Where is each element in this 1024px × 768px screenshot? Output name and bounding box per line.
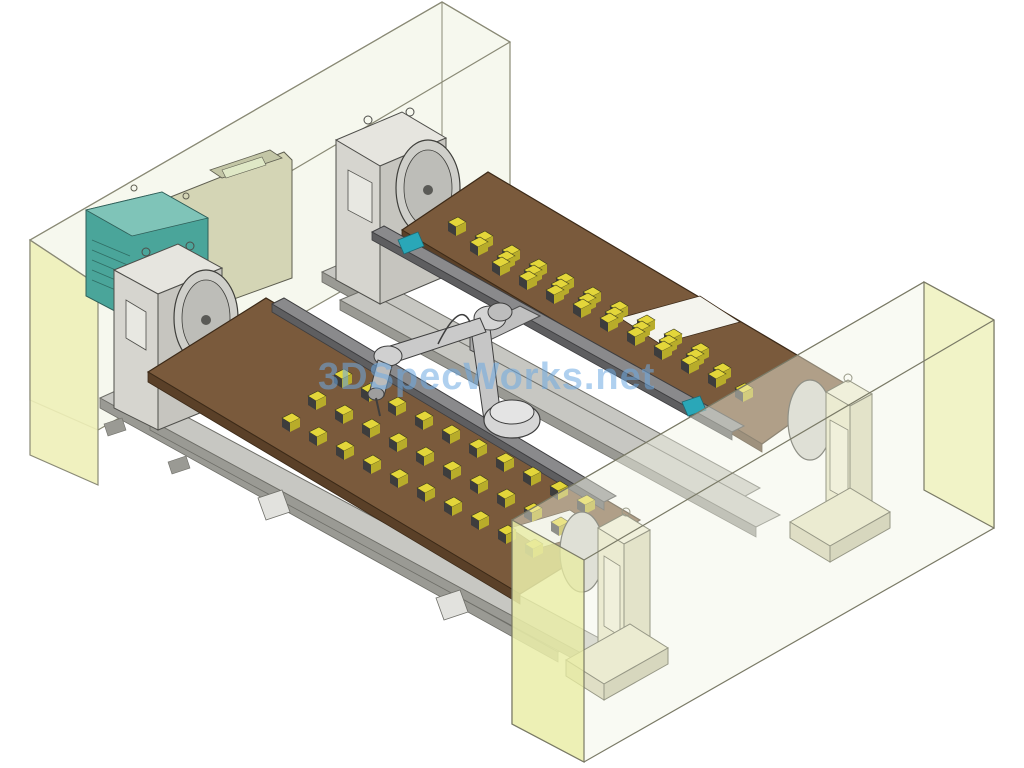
fixture-clamp: [707, 368, 727, 388]
enclosure-end-panel: [923, 280, 995, 530]
lower-tailstock: [559, 507, 669, 701]
fixture-clamp: [734, 382, 754, 402]
fixture-clamp: [491, 256, 511, 276]
fixture-clamp: [545, 284, 565, 304]
fixture-clamp: [442, 460, 462, 480]
fixture-clamp: [469, 474, 489, 494]
fixture-clamp: [307, 390, 327, 410]
fixture-clamp: [389, 468, 409, 488]
welding-robot: [367, 302, 542, 439]
fixture-clamp: [576, 494, 596, 514]
upper-clamp-rail: [370, 225, 746, 441]
upper-fixture-clamps: [447, 216, 754, 402]
fixture-clamp: [414, 410, 434, 430]
fixture-clamp: [447, 216, 467, 236]
fixture-clamp: [281, 412, 301, 432]
fixture-clamp: [416, 482, 436, 502]
fixture-clamp: [441, 424, 461, 444]
fixture-clamp: [333, 368, 353, 388]
fixture-clamp: [496, 488, 516, 508]
fixture-clamp: [469, 236, 489, 256]
fixture-clamp: [308, 426, 328, 446]
fixture-clamp: [361, 418, 381, 438]
fixture-clamp: [653, 340, 673, 360]
fixture-clamp: [468, 438, 488, 458]
fixture-clamp: [518, 270, 538, 290]
enclosure-left-panel: [511, 518, 585, 763]
fixture-clamp: [362, 454, 382, 474]
fixture-clamp: [599, 312, 619, 332]
fixture-clamp: [522, 466, 542, 486]
fixture-clamp: [626, 326, 646, 346]
lower-clamp-rail: [270, 297, 618, 511]
fixture-clamp: [443, 496, 463, 516]
fixture-clamp: [495, 452, 515, 472]
fixture-clamp: [388, 432, 408, 452]
fixture-clamp: [680, 354, 700, 374]
fixture-clamp: [572, 298, 592, 318]
upper-tailstock: [787, 373, 891, 563]
fixture-clamp: [470, 510, 490, 530]
fixture-clamp: [335, 440, 355, 460]
fixture-clamp: [334, 404, 354, 424]
enclosure-top-edge: [28, 1, 512, 286]
right-safety-enclosure: [511, 280, 995, 763]
fixture-clamp: [387, 396, 407, 416]
fixture-clamp: [415, 446, 435, 466]
